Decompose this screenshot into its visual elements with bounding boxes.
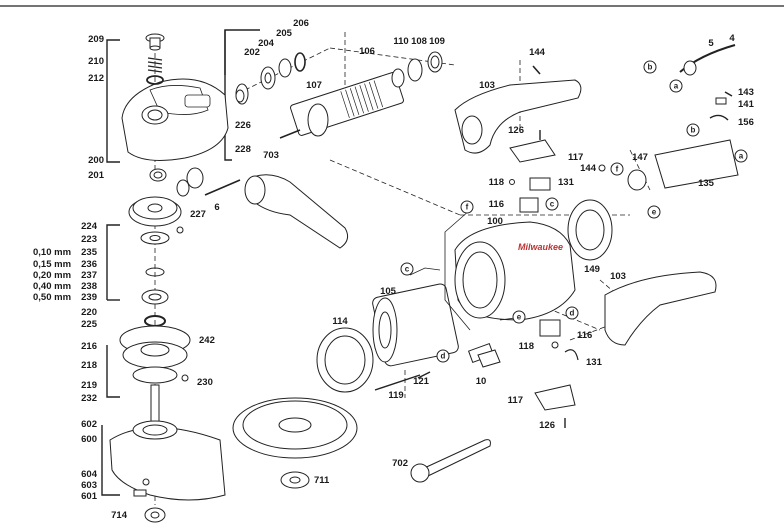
part-label-223: 223 bbox=[81, 234, 97, 245]
part-label-108: 108 bbox=[411, 36, 427, 47]
callout-d-lower: d bbox=[565, 306, 579, 320]
part-label-141: 141 bbox=[738, 99, 754, 110]
callout-f-right: f bbox=[610, 162, 624, 176]
part-label-100: 100 bbox=[487, 216, 503, 227]
part-label-238: 238 bbox=[81, 281, 97, 292]
part-label-209: 209 bbox=[88, 34, 104, 45]
part-label-110: 110 bbox=[393, 36, 409, 47]
part-label-702: 702 bbox=[392, 458, 408, 469]
part-label-126-lower: 126 bbox=[539, 420, 555, 431]
callout-e-lower: e bbox=[512, 310, 526, 324]
part-label-210: 210 bbox=[88, 56, 104, 67]
part-label-116-lower: 116 bbox=[577, 330, 593, 341]
part-label-131-top: 131 bbox=[558, 177, 574, 188]
callout-b-top: b bbox=[643, 60, 657, 74]
part-label-235: 235 bbox=[81, 247, 97, 258]
part-label-200: 200 bbox=[88, 155, 104, 166]
part-label-230: 230 bbox=[197, 377, 213, 388]
shim-size-237: 0,20 mm bbox=[33, 270, 72, 281]
part-label-109: 109 bbox=[429, 36, 445, 47]
shim-size-236: 0,15 mm bbox=[33, 259, 72, 270]
part-label-202: 202 bbox=[244, 47, 260, 58]
part-label-603: 603 bbox=[81, 480, 97, 491]
part-label-224: 224 bbox=[81, 221, 97, 232]
part-label-602: 602 bbox=[81, 419, 97, 430]
part-label-218: 218 bbox=[81, 360, 97, 371]
part-label-156: 156 bbox=[738, 117, 754, 128]
part-label-126-top: 126 bbox=[508, 125, 524, 136]
part-label-5: 5 bbox=[708, 38, 714, 49]
part-label-147: 147 bbox=[632, 152, 648, 163]
part-label-103-top: 103 bbox=[479, 80, 495, 91]
callout-e-right: e bbox=[647, 205, 661, 219]
part-label-131-lower: 131 bbox=[586, 357, 602, 368]
part-label-601: 601 bbox=[81, 491, 97, 502]
part-label-600: 600 bbox=[81, 434, 97, 445]
part-label-116-top: 116 bbox=[488, 199, 504, 210]
part-label-6: 6 bbox=[214, 202, 220, 213]
part-label-103-lower: 103 bbox=[610, 271, 626, 282]
part-label-105: 105 bbox=[380, 286, 396, 297]
part-label-227: 227 bbox=[190, 209, 206, 220]
part-label-206: 206 bbox=[293, 18, 309, 29]
part-label-219: 219 bbox=[81, 380, 97, 391]
shim-size-239: 0,50 mm bbox=[33, 292, 72, 303]
part-label-216: 216 bbox=[81, 341, 97, 352]
callout-a-top: a bbox=[669, 79, 683, 93]
part-label-117-top: 117 bbox=[568, 152, 584, 163]
part-label-118-top: 118 bbox=[488, 177, 504, 188]
callout-c-top: c bbox=[545, 197, 559, 211]
part-label-711: 711 bbox=[314, 475, 330, 486]
callout-a-mid: a bbox=[734, 149, 748, 163]
part-label-144-top: 144 bbox=[529, 47, 545, 58]
shim-size-235: 0,10 mm bbox=[33, 247, 72, 258]
part-label-10: 10 bbox=[475, 376, 487, 387]
part-label-228: 228 bbox=[235, 144, 251, 155]
part-label-236: 236 bbox=[81, 259, 97, 270]
part-label-201: 201 bbox=[88, 170, 104, 181]
part-label-242: 242 bbox=[199, 335, 215, 346]
part-label-135: 135 bbox=[698, 178, 714, 189]
part-label-118-lower: 118 bbox=[518, 341, 534, 352]
part-label-107: 107 bbox=[306, 80, 322, 91]
part-label-232: 232 bbox=[81, 393, 97, 404]
part-label-119: 119 bbox=[388, 390, 404, 401]
part-label-237: 237 bbox=[81, 270, 97, 281]
part-label-149: 149 bbox=[584, 264, 600, 275]
part-label-204: 204 bbox=[258, 38, 274, 49]
callout-d-left: d bbox=[436, 349, 450, 363]
part-label-212: 212 bbox=[88, 73, 104, 84]
part-label-239: 239 bbox=[81, 292, 97, 303]
part-label-143: 143 bbox=[738, 87, 754, 98]
part-label-114: 114 bbox=[332, 316, 348, 327]
part-label-121: 121 bbox=[413, 376, 429, 387]
part-label-117-lower: 117 bbox=[507, 395, 523, 406]
callout-c-left: c bbox=[400, 262, 414, 276]
part-label-205: 205 bbox=[276, 28, 292, 39]
part-label-703: 703 bbox=[263, 150, 279, 161]
part-label-144-mid: 144 bbox=[580, 163, 596, 174]
part-label-714: 714 bbox=[111, 510, 127, 521]
part-label-106: 106 bbox=[359, 46, 375, 57]
svg-text:Milwaukee: Milwaukee bbox=[518, 242, 563, 252]
callout-f-left: f bbox=[460, 200, 474, 214]
part-label-226: 226 bbox=[235, 120, 251, 131]
part-label-604: 604 bbox=[81, 469, 97, 480]
part-label-4: 4 bbox=[729, 33, 735, 44]
part-label-220: 220 bbox=[81, 307, 97, 318]
shim-size-238: 0,40 mm bbox=[33, 281, 72, 292]
callout-b-mid: b bbox=[686, 123, 700, 137]
part-label-225: 225 bbox=[81, 319, 97, 330]
